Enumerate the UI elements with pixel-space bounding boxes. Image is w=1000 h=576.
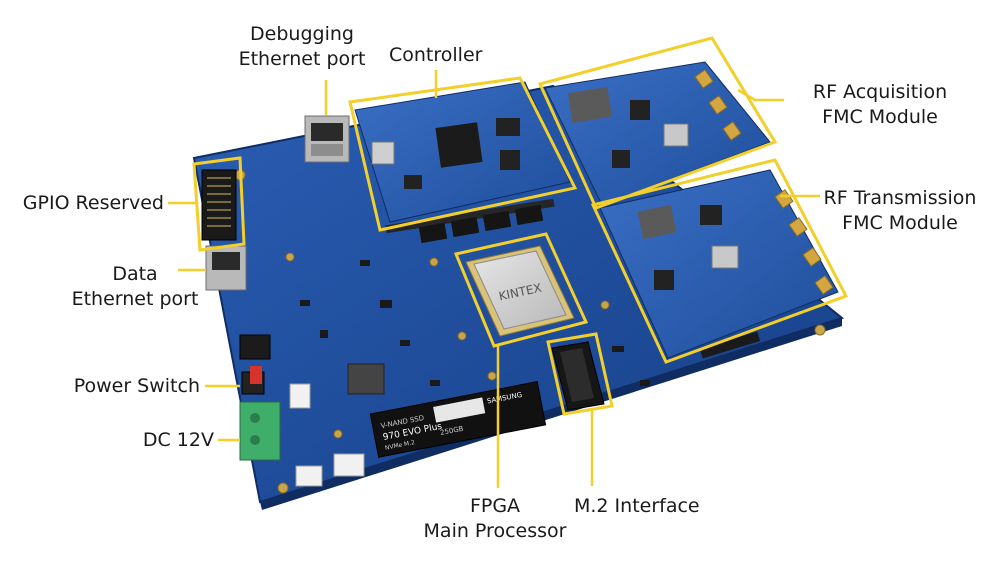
label-data-eth-line2: Ethernet port bbox=[71, 288, 199, 310]
label-fpga-main-processor: FPGA Main Processor bbox=[410, 494, 580, 544]
label-controller: Controller bbox=[389, 44, 483, 66]
label-gpio-reserved: GPIO Reserved bbox=[22, 192, 164, 214]
highlight-rf-acq bbox=[537, 36, 778, 210]
label-rf-acquisition-fmc-module: RF Acquisition FMC Module bbox=[785, 80, 975, 130]
leader-rf-acq bbox=[737, 88, 784, 102]
white-connectors bbox=[289, 383, 365, 487]
memory-chips bbox=[418, 204, 544, 244]
label-power-switch: Power Switch bbox=[73, 375, 200, 397]
highlight-m2 bbox=[546, 332, 614, 416]
label-debugging-ethernet-port: Debugging Ethernet port bbox=[222, 22, 382, 72]
rf-acquisition-module bbox=[544, 61, 771, 206]
label-debug-eth-line1: Debugging bbox=[250, 23, 354, 45]
label-rf-acq-line1: RF Acquisition bbox=[812, 81, 948, 103]
label-fpga-line2: Main Processor bbox=[423, 520, 567, 542]
label-rf-transmission-fmc-module: RF Transmission FMC Module bbox=[812, 186, 988, 236]
label-rf-acq-line2: FMC Module bbox=[822, 106, 938, 128]
label-rf-tx-line2: FMC Module bbox=[842, 212, 958, 234]
power-switch-part bbox=[241, 366, 265, 395]
gpio-header bbox=[201, 169, 237, 241]
data-ethernet-jack bbox=[205, 245, 247, 291]
fmc-bottom-header bbox=[699, 331, 761, 359]
label-m2-interface: M.2 Interface bbox=[574, 495, 700, 517]
highlight-rf-tx bbox=[590, 158, 849, 364]
rf-transmission-module bbox=[599, 169, 839, 359]
highlight-fpga bbox=[453, 232, 589, 348]
label-data-ethernet-port: Data Ethernet port bbox=[60, 262, 210, 312]
inductor bbox=[347, 363, 385, 395]
label-data-eth-line1: Data bbox=[112, 263, 158, 285]
label-rf-tx-line1: RF Transmission bbox=[823, 187, 977, 209]
label-debug-eth-line2: Ethernet port bbox=[238, 48, 366, 70]
m2-slot bbox=[551, 341, 605, 411]
ssd: V-NAND SSD 970 EVO Plus NVMe M.2 SAMSUNG… bbox=[369, 381, 547, 458]
fpga-chip: KINTEX bbox=[465, 245, 575, 337]
board-edge bbox=[260, 318, 842, 510]
highlight-controller bbox=[348, 76, 578, 232]
debug-ethernet-jack bbox=[304, 115, 350, 163]
passive-components bbox=[300, 260, 650, 386]
controller-module bbox=[354, 81, 571, 234]
label-fpga-line1: FPGA bbox=[469, 495, 521, 517]
dc-power-connector bbox=[239, 334, 281, 461]
highlight-boxes bbox=[192, 36, 849, 416]
leader-lines bbox=[168, 70, 820, 488]
highlight-gpio bbox=[192, 156, 246, 252]
label-dc-12v: DC 12V bbox=[142, 429, 214, 451]
